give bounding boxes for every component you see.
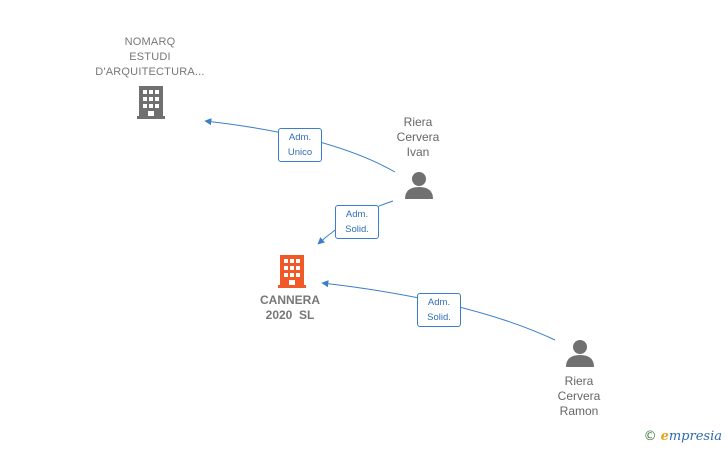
node-label-riera-ivan: Riera Cervera Ivan [378,115,458,160]
edge-label-line: Unico [287,147,313,158]
edge-label-line: Adm. [427,297,451,308]
edge-label-adm-solid-ramon[interactable]: Adm. Solid. [417,293,461,327]
building-icon[interactable] [135,84,167,120]
node-label-line: Riera [564,374,594,388]
edge-label-adm-solid-ivan[interactable]: Adm. Solid. [335,205,379,239]
node-label-line: ESTUDI [129,51,171,63]
node-label-line: D'ARQUITECTURA... [95,66,205,78]
brand-name: mpresia [668,429,722,444]
copyright-symbol: © [643,429,657,444]
node-label-line: Cervera [396,130,440,144]
edge-label-line: Adm. [288,132,312,143]
person-icon[interactable] [403,170,435,200]
edge-label-line: Solid. [427,312,451,323]
node-label-line: 2020 SL [265,308,315,322]
node-label-line: Ivan [406,145,430,159]
node-label-line: NOMARQ [124,36,176,48]
node-label-riera-ramon: Riera Cervera Ramon [539,374,619,419]
building-icon[interactable] [276,253,308,289]
node-label-line: Ramon [559,404,599,418]
brand-initial: e [660,429,669,444]
edge-label-adm-unico[interactable]: Adm. Unico [278,128,322,162]
node-label-nomarq: NOMARQ ESTUDI D'ARQUITECTURA... [80,35,220,80]
person-icon[interactable] [564,338,596,368]
node-label-line: Cervera [557,389,601,403]
node-label-line: Riera [403,115,433,129]
node-label-line: CANNERA [260,293,320,307]
node-label-cannera: CANNERA 2020 SL [240,293,340,323]
edge-label-line: Solid. [345,224,369,235]
empresia-logo: ©empresia [644,429,722,444]
edge-label-line: Adm. [345,209,369,220]
